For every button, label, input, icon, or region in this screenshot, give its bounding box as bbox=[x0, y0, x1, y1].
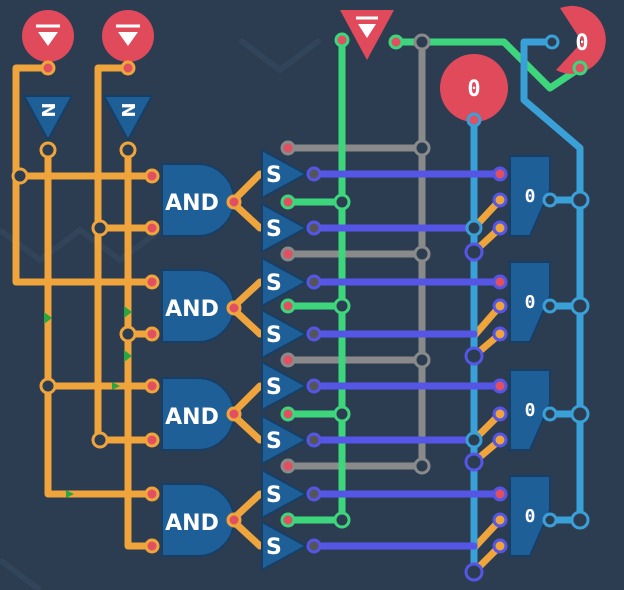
svg-text:S: S bbox=[266, 271, 282, 296]
svg-text:S: S bbox=[266, 163, 282, 188]
and-gate-label: AND bbox=[165, 405, 219, 430]
input-pin-3[interactable] bbox=[340, 10, 394, 60]
and-gate-label: AND bbox=[165, 511, 219, 536]
switch-s-icon bbox=[261, 148, 309, 200]
register-value: 0 bbox=[525, 292, 536, 313]
switch-s-icon bbox=[261, 414, 309, 466]
switch-s-icon bbox=[261, 308, 309, 360]
switch-s-icon bbox=[261, 468, 309, 520]
and-gate-label: AND bbox=[165, 191, 219, 216]
signal-chevrons bbox=[44, 306, 132, 498]
not-gate-2[interactable]: N bbox=[102, 95, 154, 143]
svg-text:S: S bbox=[266, 375, 282, 400]
switch-s-icon bbox=[261, 360, 309, 412]
input-pin-1[interactable] bbox=[22, 10, 74, 62]
and-gate-label: AND bbox=[165, 297, 219, 322]
output-pin-mid[interactable]: 0 bbox=[440, 54, 508, 122]
register-3[interactable]: 0 bbox=[509, 369, 551, 451]
not-gate-1[interactable]: N bbox=[22, 95, 74, 143]
register-value: 0 bbox=[525, 186, 536, 207]
svg-text:S: S bbox=[266, 429, 282, 454]
not-gate-icon: N bbox=[117, 102, 138, 117]
register-value: 0 bbox=[525, 506, 536, 527]
register-value: 0 bbox=[525, 400, 536, 421]
not-gate-icon: N bbox=[37, 102, 58, 117]
switch-labels: S S S S S S S S bbox=[266, 163, 282, 560]
connection-nodes[interactable] bbox=[11, 32, 590, 582]
and-gate-4[interactable]: AND bbox=[161, 483, 235, 557]
output-value: 0 bbox=[575, 31, 588, 56]
svg-text:S: S bbox=[266, 323, 282, 348]
register-4[interactable]: 0 bbox=[509, 475, 551, 557]
switch-s-icon bbox=[261, 202, 309, 254]
down-triangle-input-icon bbox=[118, 32, 138, 46]
switch-s-icon bbox=[261, 256, 309, 308]
register-1[interactable]: 0 bbox=[509, 155, 551, 237]
purple-wires bbox=[310, 170, 504, 550]
output-value: 0 bbox=[467, 77, 480, 102]
and-gate-1[interactable]: AND bbox=[161, 163, 235, 237]
down-triangle-input-icon bbox=[358, 24, 376, 38]
svg-text:S: S bbox=[266, 483, 282, 508]
input-pin-2[interactable] bbox=[102, 10, 154, 62]
and-gate-2[interactable]: AND bbox=[161, 269, 235, 343]
register-2[interactable]: 0 bbox=[509, 261, 551, 343]
switch-gates[interactable] bbox=[261, 148, 309, 572]
switch-s-icon bbox=[261, 520, 309, 572]
background-pattern bbox=[0, 37, 322, 590]
output-pin-top-right[interactable]: 0 bbox=[556, 5, 606, 74]
and-gate-3[interactable]: AND bbox=[161, 377, 235, 451]
gray-wires bbox=[284, 38, 426, 470]
svg-text:S: S bbox=[266, 535, 282, 560]
svg-text:S: S bbox=[266, 217, 282, 242]
down-triangle-input-icon bbox=[38, 32, 58, 46]
